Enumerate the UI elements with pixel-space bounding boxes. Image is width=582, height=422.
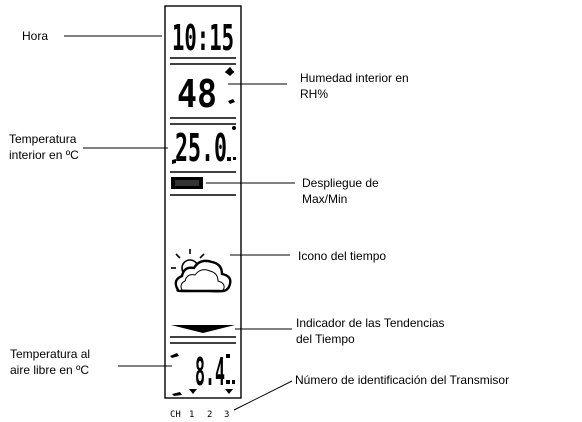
- label-maxmin: Despliegue de Max/Min: [302, 176, 379, 206]
- indoor-marker-icon: [172, 159, 176, 164]
- humidity-indicator-icon: [224, 66, 235, 76]
- lcd-indoor-temp-value: 25.0: [175, 126, 227, 170]
- channel-1-label: 1: [189, 410, 194, 420]
- label-tendencias: Indicador de las Tendencias del Tiempo: [296, 316, 445, 346]
- label-temp-exterior: Temperatura al aire libre en ºC: [10, 347, 91, 377]
- display-frame: [164, 5, 242, 399]
- outdoor-marker-icon: [172, 392, 182, 396]
- humidity-percent-icon: [228, 99, 235, 104]
- lcd-time-value: 10:15: [172, 18, 234, 59]
- label-humedad: Humedad interior en RH%: [300, 71, 409, 101]
- lcd-humidity-value: 48: [177, 72, 217, 116]
- outdoor-sensor-icon: [170, 353, 179, 358]
- leader-line-transmisor: [233, 380, 293, 411]
- channel-prefix: CH: [170, 410, 181, 420]
- lcd-outdoor-temp-value: 8.4: [195, 350, 225, 394]
- channel-3-label: 3: [224, 410, 229, 420]
- channel-arrow-icon: [225, 389, 233, 394]
- label-icono: Icono del tiempo: [298, 249, 387, 263]
- label-hora: Hora: [22, 29, 49, 43]
- maxmin-display-inner: [175, 180, 199, 186]
- label-transmisor: Número de identificación del Transmisor: [295, 373, 510, 387]
- unit-indicator-icon: [226, 380, 235, 384]
- degree-sign-icon: [232, 126, 236, 130]
- unit-indicator-icon: [227, 157, 236, 161]
- channel-arrow-icon: [189, 389, 197, 394]
- trend-arrow-down-icon: [171, 325, 235, 333]
- channel-2-label: 2: [207, 410, 212, 420]
- sun-behind-cloud-icon: [171, 249, 232, 293]
- leader-lines: [64, 35, 295, 411]
- label-temp-interior: Temperatura interior en ºC: [9, 132, 79, 162]
- degree-sign-icon: [226, 354, 230, 358]
